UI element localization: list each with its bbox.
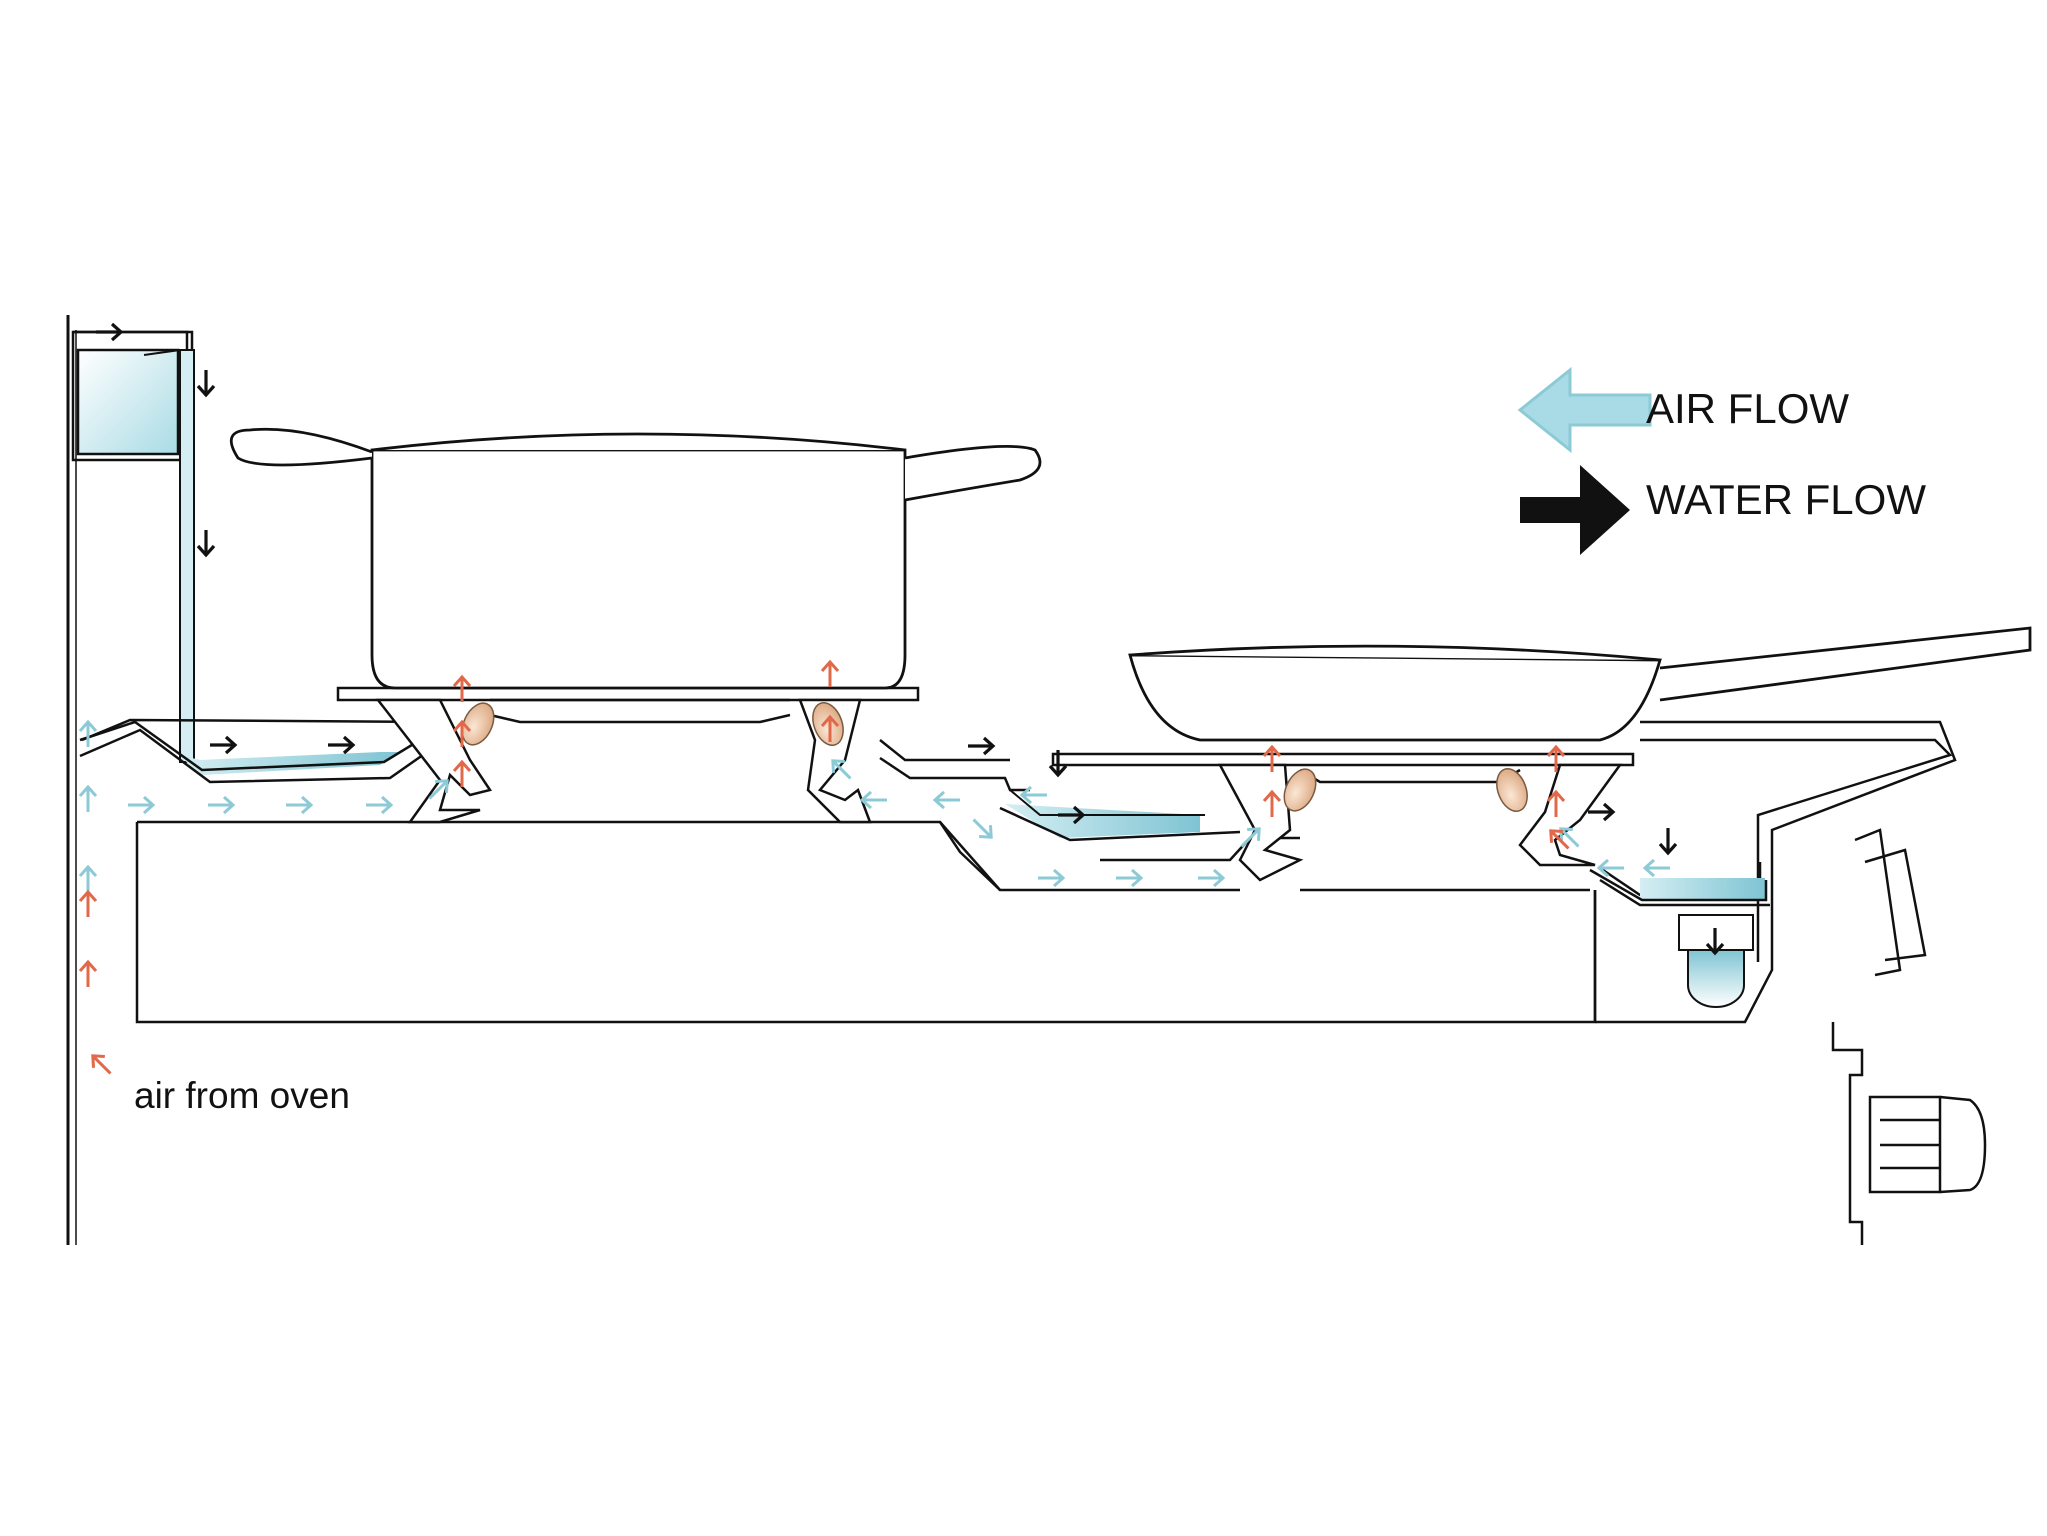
frying-pan [1128,626,2032,742]
light-blue-arrow-icon [366,795,394,815]
light-blue-arrow-icon [78,864,98,892]
stock-pot [229,427,1042,690]
light-blue-arrow-icon [972,818,993,839]
light-blue-arrow-icon [1642,858,1670,878]
orange-arrow-icon [78,959,98,987]
orange-arrow-icon [1262,789,1282,817]
cooktop-body [81,718,1957,1024]
oven-front [1831,828,1987,1245]
orange-arrow-icon [452,719,472,747]
orange-arrow-icon [1546,744,1566,772]
light-blue-arrow-icon [128,795,156,815]
right-burner-assembly [1051,752,1635,882]
left-water-tray [79,720,431,784]
black-arrow-icon [1705,928,1725,956]
black-arrow-icon [1058,805,1086,825]
orange-arrow-icon [452,674,472,702]
orange-arrow-icon [1546,789,1566,817]
light-blue-arrow-icon [1038,868,1066,888]
black-arrow-icon [1588,802,1616,822]
orange-arrow-icon [91,1054,112,1075]
light-blue-arrow-icon [1019,785,1047,805]
water-flow-legend-icon [1520,465,1630,555]
flow-arrows [78,322,1725,1075]
light-blue-arrow-icon [78,784,98,812]
light-blue-arrow-icon [831,759,852,780]
flame-icon [812,702,844,746]
mid-water-tray [999,789,1241,842]
water-flow-legend-label: WATER FLOW [1646,476,1926,523]
flame-icon [461,702,495,746]
black-arrow-icon [1658,828,1678,856]
light-blue-arrow-icon [428,779,449,800]
light-blue-arrow-icon [859,790,887,810]
orange-arrow-icon [78,889,98,917]
orange-arrow-icon [1549,829,1570,850]
air-flow-legend-icon [1517,366,1652,454]
light-blue-arrow-icon [932,790,960,810]
black-arrow-icon [1048,750,1068,778]
orange-arrow-icon [452,759,472,787]
flame-group [461,702,1528,812]
flame-icon [1283,768,1317,812]
light-blue-arrow-icon [286,795,314,815]
light-blue-arrow-icon [1596,858,1624,878]
black-arrow-icon [210,735,238,755]
flame-icon [1496,768,1528,812]
light-blue-arrow-icon [1198,868,1226,888]
black-arrow-icon [196,530,216,558]
light-blue-arrow-icon [1116,868,1144,888]
water-tank [71,330,194,462]
back-wall [66,315,77,1245]
orange-arrow-icon [820,659,840,687]
air-from-oven-label: air from oven [134,1075,350,1116]
black-arrow-icon [328,735,356,755]
black-arrow-icon [968,736,996,756]
black-arrow-icon [96,322,124,342]
air-flow-legend-label: AIR FLOW [1646,385,1850,432]
light-blue-arrow-icon [1240,827,1261,848]
light-blue-arrow-icon [1559,827,1580,848]
orange-arrow-icon [820,714,840,742]
light-blue-arrow-icon [78,719,98,747]
light-blue-arrow-icon [208,795,236,815]
orange-arrow-icon [1262,744,1282,772]
black-arrow-icon [196,370,216,398]
right-water-tray [1589,868,1768,902]
